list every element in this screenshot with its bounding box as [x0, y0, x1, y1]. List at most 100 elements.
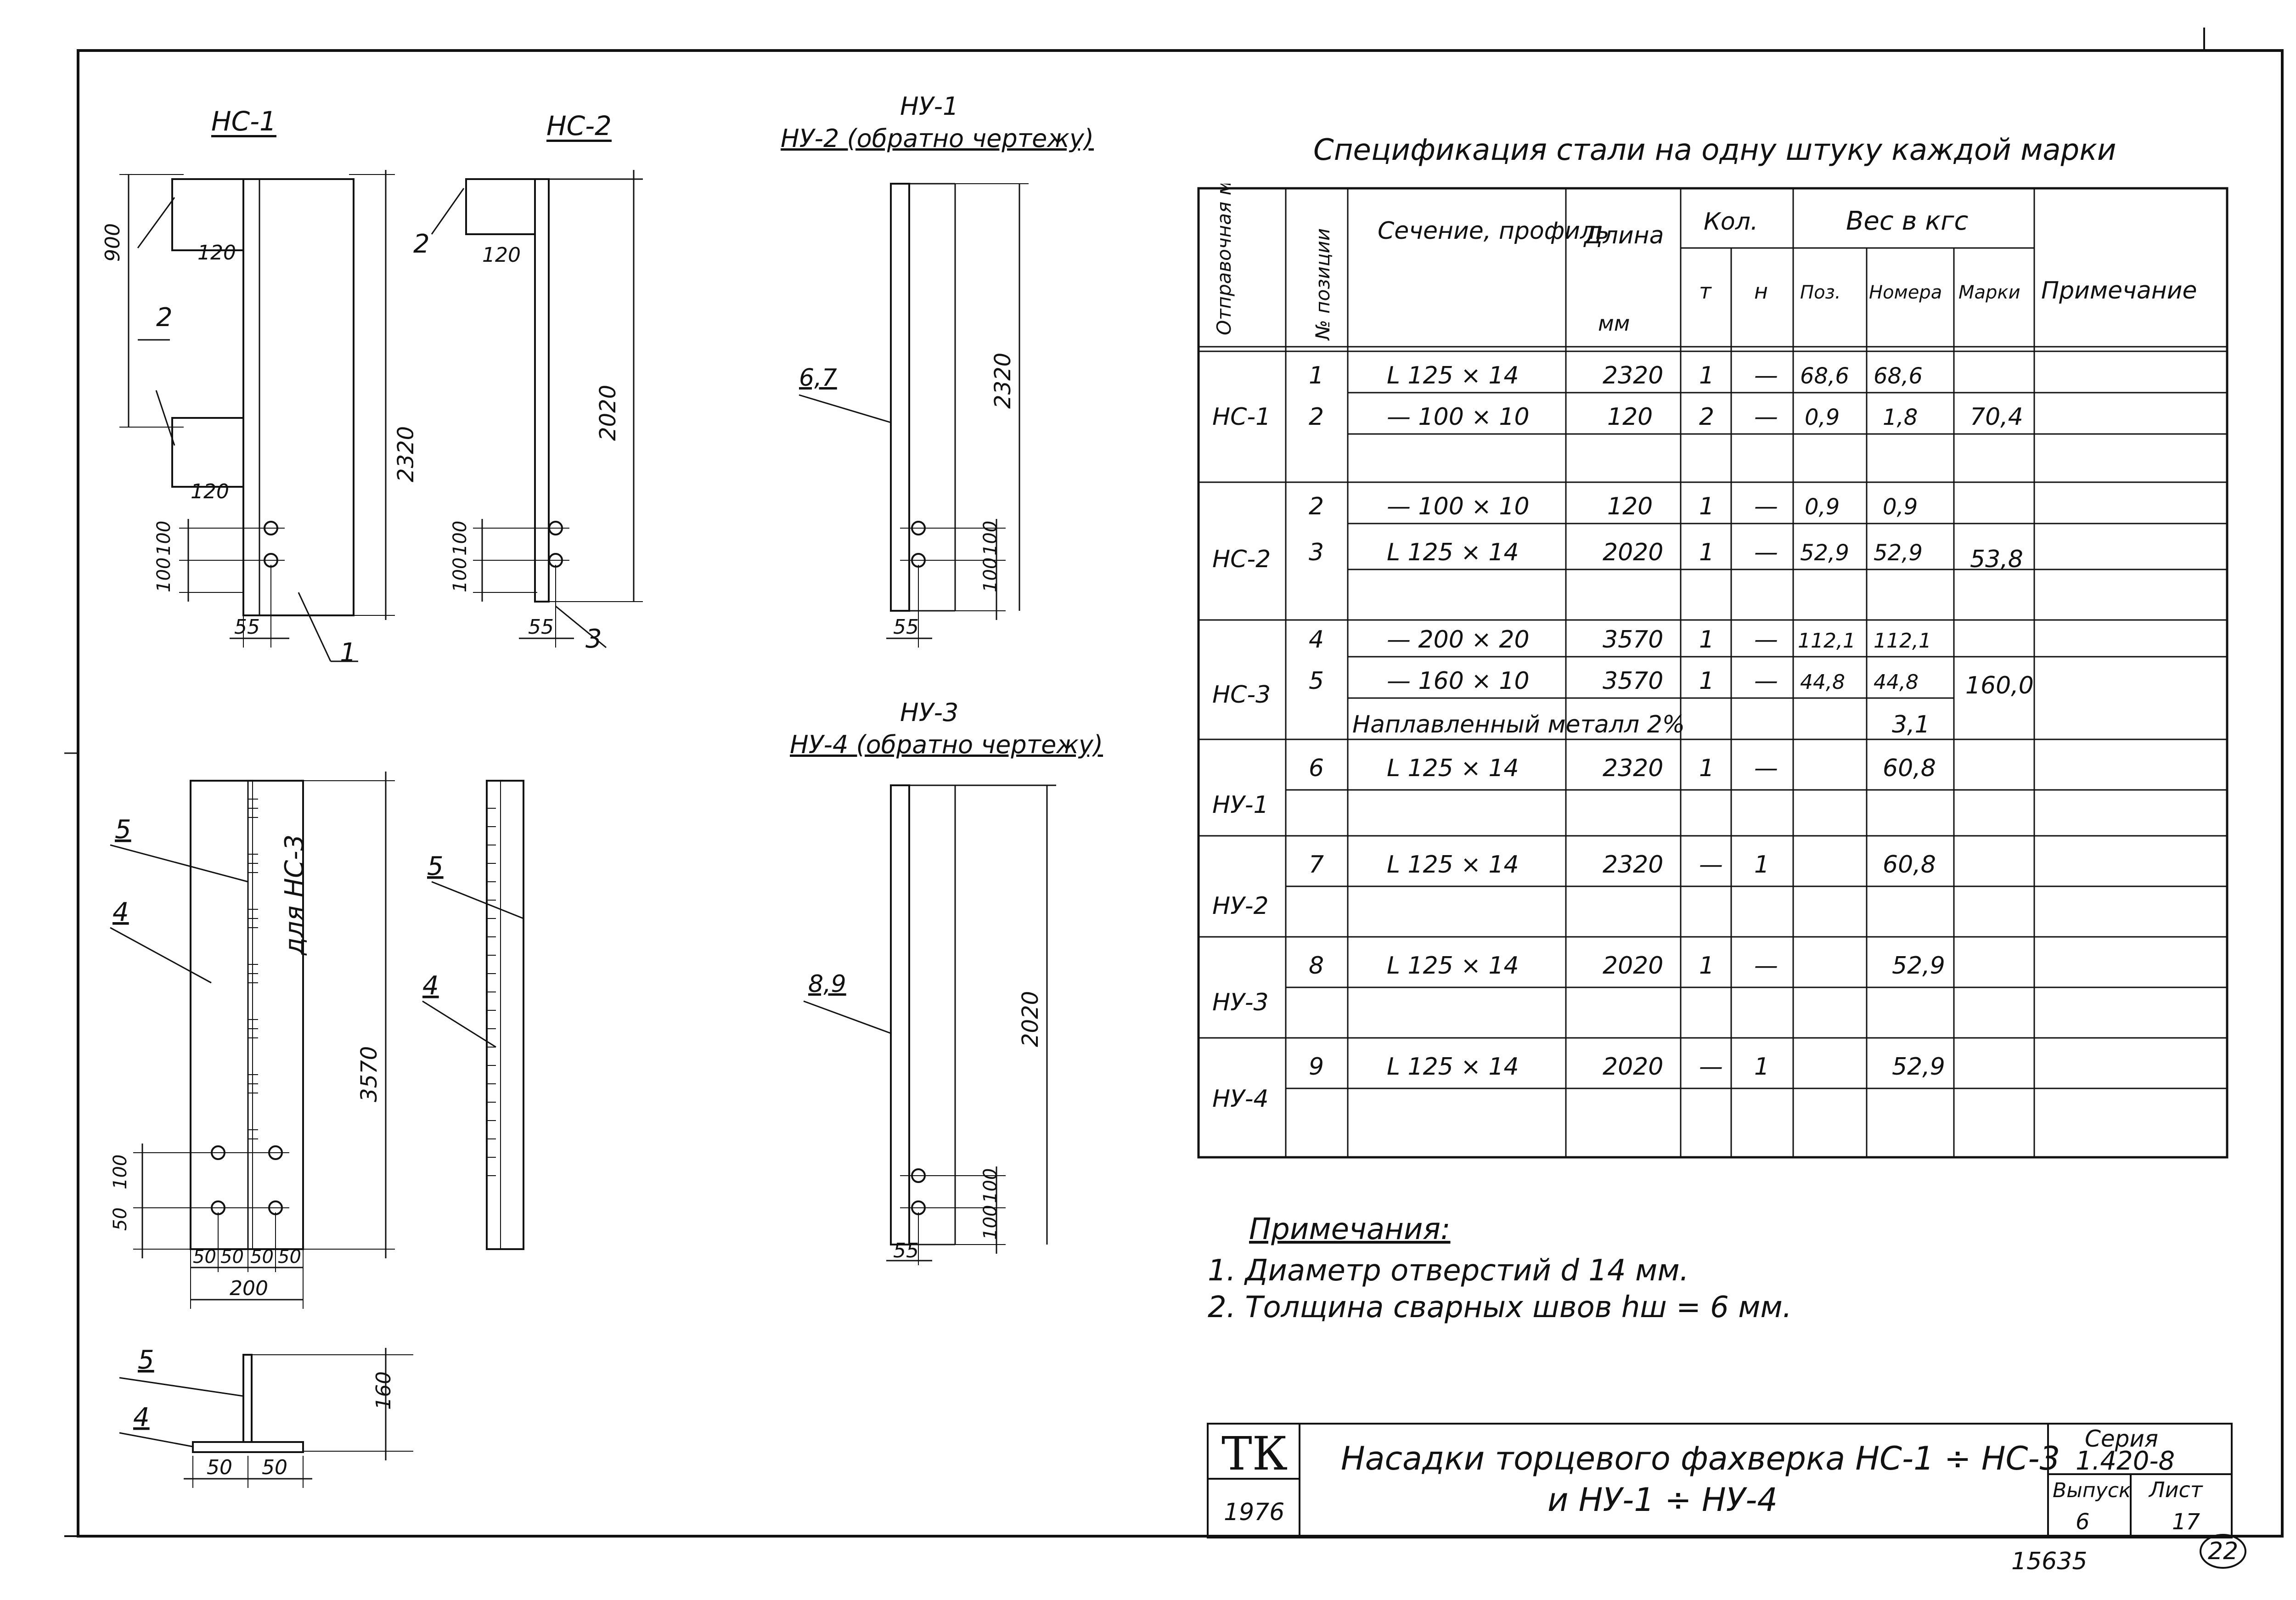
spec-row-5: 4 — 200 × 20 3570 1 — 112,1 112,1	[1309, 626, 1931, 654]
section-plate-200x20	[192, 1441, 304, 1453]
angle-profile	[534, 178, 550, 603]
callout-label: 5	[138, 1345, 154, 1375]
cell-t: 1	[1699, 626, 1714, 654]
plate-bottom	[171, 417, 244, 488]
cell-length: 3570	[1603, 667, 1663, 695]
header-mark: Отправочная марка	[1213, 184, 1235, 335]
cell-t: 1	[1699, 362, 1714, 389]
header-pos: № позиции	[1311, 228, 1334, 341]
spec-table: Отправочная марка № позиции Сечение, про…	[1197, 184, 2228, 1159]
cell-pos: 7	[1309, 851, 1324, 879]
stamp-series: 1.420-8	[2076, 1446, 2175, 1476]
cell-length: 120	[1607, 403, 1653, 431]
cell-n: —	[1754, 626, 1778, 654]
dim-label: 100	[153, 558, 174, 592]
dim-label: 50	[220, 1246, 244, 1268]
mark-total: 53,8	[1970, 546, 2023, 573]
dim-label: 100	[980, 1205, 1001, 1240]
stamp-series-label: Серия	[2085, 1425, 2158, 1452]
callout-label: 4	[422, 971, 439, 1001]
cell-wpos: 44,8	[1800, 670, 1845, 694]
cell-t: 1	[1699, 493, 1714, 520]
cell-n: —	[1754, 952, 1778, 980]
stamp-title-1: Насадки торцевого фахверка НС-1 ÷ НС-3	[1341, 1440, 2060, 1477]
cell-n: 1	[1754, 851, 1769, 879]
cell-section: — 200 × 20	[1387, 626, 1530, 654]
weld-value: 3,1	[1892, 711, 1930, 738]
cell-section: L 125 × 14	[1387, 851, 1519, 879]
dim-label: 50	[262, 1456, 287, 1479]
section-view: 5 4 160 50 50	[119, 1345, 413, 1488]
callout-label: 5	[115, 815, 131, 845]
dim-label: 3570	[356, 1046, 382, 1102]
callout-label: 1	[340, 638, 356, 668]
cell-section: L 125 × 14	[1387, 539, 1519, 566]
ny12-drawing: 6,7 2320 100 100 55	[799, 183, 1029, 648]
callout-label: 4	[113, 897, 129, 927]
cell-wnom: 44,8	[1874, 670, 1919, 694]
spec-row-9: 8 L 125 × 14 2020 1 — 52,9	[1309, 952, 1945, 980]
nc3-drawing: 5 4 3570 для НС-3 100 50 50 50 50 50 200	[110, 772, 395, 1309]
cell-pos: 2	[1309, 403, 1324, 431]
mark-total: 70,4	[1970, 403, 2023, 431]
header-w-pos: Поз.	[1800, 282, 1841, 303]
mark-ny4: НУ-4	[1212, 1085, 1269, 1113]
header-weight: Вес в кгс	[1846, 206, 1969, 236]
header-note: Примечание	[2041, 277, 2197, 304]
cell-t: —	[1699, 851, 1723, 879]
dim-label: 50	[278, 1246, 301, 1268]
stamp-issue-label: Выпуск	[2053, 1479, 2131, 1502]
dim-label: 120	[482, 243, 521, 267]
cell-t: 1	[1699, 667, 1714, 695]
cell-section: L 125 × 14	[1387, 755, 1519, 782]
callout-label: 8,9	[808, 970, 846, 998]
cell-length: 120	[1607, 493, 1653, 520]
dim-label: 900	[101, 223, 124, 262]
spec-row-4: 3 L 125 × 14 2020 1 — 52,9 52,9	[1309, 539, 1923, 566]
note-item: 1. Диаметр отверстий d 14 мм.	[1208, 1254, 1689, 1288]
dim-label: 100	[450, 558, 471, 592]
cell-wnom: 1,8	[1883, 405, 1918, 430]
spec-row-10: 9 L 125 × 14 2020 — 1 52,9	[1309, 1053, 1945, 1081]
dim-label: 100	[153, 521, 174, 556]
cell-weight: 60,8	[1883, 851, 1936, 879]
callout-label: 4	[133, 1403, 150, 1432]
cell-wpos: 0,9	[1805, 494, 1840, 520]
footer-page: 22	[2200, 1534, 2247, 1569]
spec-row-8: 7 L 125 × 14 2320 — 1 60,8	[1309, 851, 1936, 879]
cell-weight: 60,8	[1883, 755, 1936, 782]
dim-label: 100	[450, 521, 471, 556]
cell-pos: 5	[1309, 667, 1324, 695]
ny34-subtitle: НУ-4 (обратно чертежу)	[790, 730, 1103, 759]
dim-label: 2020	[595, 385, 621, 441]
spec-header: Отправочная марка № позиции Сечение, про…	[1213, 184, 2197, 341]
header-length-unit: мм	[1598, 311, 1630, 336]
cell-wnom: 112,1	[1874, 629, 1931, 653]
nc1-title: НС-1	[211, 106, 276, 137]
nc1-drawing: 120 120 900 2 2320 55 1 100 100	[101, 170, 413, 668]
dim-label: 50	[250, 1246, 274, 1268]
mark-nc2: НС-2	[1212, 546, 1271, 573]
mark-ny2: НУ-2	[1212, 892, 1269, 920]
cell-section: L 125 × 14	[1387, 1053, 1519, 1081]
header-qty: Кол.	[1704, 208, 1758, 236]
dim-label: 50	[110, 1207, 131, 1231]
cell-pos: 4	[1309, 626, 1324, 654]
dim-label: 160	[372, 1371, 395, 1410]
dim-label: 55	[528, 615, 554, 639]
cell-pos: 3	[1309, 539, 1324, 566]
cell-wpos: 112,1	[1798, 629, 1856, 653]
cell-wnom: 68,6	[1874, 363, 1923, 389]
cell-wpos: 0,9	[1805, 405, 1840, 430]
callout-label: 2	[413, 229, 430, 259]
dim-label: 120	[191, 480, 229, 503]
stamp-issue: 6	[2076, 1509, 2090, 1535]
cell-pos: 8	[1309, 952, 1324, 980]
ny12-title: НУ-1	[900, 92, 959, 121]
cell-n: —	[1754, 667, 1778, 695]
spec-row-2: 2 — 100 × 10 120 2 — 0,9 1,8	[1309, 403, 1918, 431]
header-w-mark: Марки	[1958, 282, 2020, 303]
header-length: Длина	[1583, 222, 1664, 249]
stamp-sheet-label: Лист	[2148, 1477, 2203, 1502]
nc2-drawing: 120 2 2020 100 100 55 3	[413, 170, 643, 654]
